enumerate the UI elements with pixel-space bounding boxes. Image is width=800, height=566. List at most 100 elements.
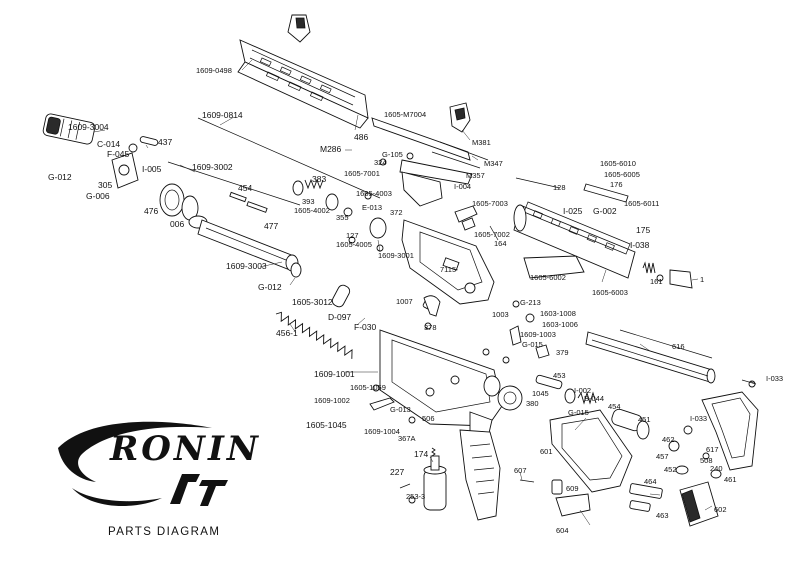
buffer-tube [585, 329, 716, 384]
small-screws [399, 479, 535, 504]
label-452: 452 [664, 465, 677, 474]
label-604: 604 [556, 526, 569, 535]
leader-lines [93, 59, 757, 526]
label-G-012-rear: G-012 [258, 282, 282, 292]
part-number-labels: 1609-0498 1609-3004 1609-0814 437 C-014 … [48, 66, 783, 535]
label-1605-1045: 1605-1045 [306, 420, 347, 430]
label-161: 161 [650, 277, 663, 286]
label-462: 462 [662, 435, 675, 444]
label-486: 486 [354, 132, 368, 142]
label-1605-4002: 1605-4002 [294, 206, 330, 215]
label-B-044: B-044 [584, 394, 604, 403]
battery-box [549, 409, 633, 493]
label-E-013: E-013 [362, 203, 382, 212]
label-355: 355 [336, 213, 349, 222]
label-454-bottom: 454 [608, 402, 621, 411]
label-461: 461 [724, 475, 737, 484]
label-1605-6003: 1605-6003 [592, 288, 628, 297]
label-1605-4005: 1605-4005 [336, 240, 372, 249]
label-C-014: C-014 [97, 139, 120, 149]
label-1605-7003: 1605-7003 [472, 199, 508, 208]
label-601: 601 [540, 447, 553, 456]
motor [423, 447, 447, 511]
label-1605-7002: 1605-7002 [474, 230, 510, 239]
label-1609-3004: 1609-3004 [68, 122, 109, 132]
label-437: 437 [158, 137, 172, 147]
label-305: 305 [98, 180, 112, 190]
label-1605-6010: 1605-6010 [600, 159, 636, 168]
label-M286: M286 [320, 144, 342, 154]
label-G-006: G-006 [86, 191, 110, 201]
label-1605-7001: 1605-7001 [344, 169, 380, 178]
label-G-002: G-002 [593, 206, 617, 216]
label-456-1: 456-1 [276, 328, 298, 338]
label-1605-4003: 1605-4003 [356, 189, 392, 198]
recoil-spring-tube [331, 284, 351, 308]
label-1605-1059: 1605-1059 [350, 383, 386, 392]
label-609: 609 [566, 484, 579, 493]
label-1605-3012: 1605-3012 [292, 297, 333, 307]
upper-tube-rail [513, 177, 693, 289]
label-506: 506 [422, 414, 435, 423]
label-I-004: I-004 [454, 182, 471, 191]
label-I-002: I-002 [574, 386, 591, 395]
label-I-025: I-025 [563, 206, 583, 216]
barrel-nut [159, 183, 208, 229]
label-476: 476 [144, 206, 158, 216]
label-372: 372 [390, 208, 403, 217]
label-I-033-a: I-033 [766, 374, 783, 383]
label-D-097: D-097 [328, 312, 351, 322]
label-453: 453 [553, 371, 566, 380]
logo-swoosh-icon [58, 421, 228, 507]
label-176: 176 [610, 180, 623, 189]
label-378: 378 [424, 323, 437, 332]
front-sight [287, 14, 311, 43]
label-1603-1006: 1603-1006 [542, 320, 578, 329]
label-240: 240 [710, 464, 723, 473]
label-1609-1003: 1609-1003 [520, 330, 556, 339]
label-617: 617 [706, 445, 719, 454]
label-M347: M347 [484, 159, 503, 168]
label-I-005: I-005 [142, 164, 162, 174]
label-1609-1002: 1609-1002 [314, 396, 350, 405]
label-393: 393 [302, 197, 315, 206]
page-title: PARTS DIAGRAM [108, 526, 221, 538]
label-383: 383 [312, 174, 326, 184]
label-G-013: G-013 [390, 405, 411, 414]
label-127: 127 [346, 231, 359, 240]
outer-barrel [197, 219, 302, 278]
charging-handle-parts [371, 117, 499, 241]
trigger-group [369, 295, 550, 424]
stock [701, 379, 759, 471]
label-1605-6011: 1605-6011 [624, 199, 659, 208]
label-367A: 367A [398, 434, 416, 443]
label-1605-M7004: 1605-M7004 [384, 110, 426, 119]
label-1605-6002: 1605-6002 [530, 273, 566, 282]
label-I-038: I-038 [630, 240, 650, 250]
label-379: 379 [556, 348, 569, 357]
label-454-top: 454 [238, 183, 252, 193]
label-1007: 1007 [396, 297, 413, 306]
label-F-030: F-030 [354, 322, 376, 332]
label-G-012-front: G-012 [48, 172, 72, 182]
label-1609-0814: 1609-0814 [202, 110, 243, 120]
label-607: 607 [514, 466, 527, 475]
label-451: 451 [638, 415, 651, 424]
label-1605-6005: 1605-6005 [604, 170, 640, 179]
label-1609-3001: 1609-3001 [378, 251, 414, 260]
label-1609-0498: 1609-0498 [196, 66, 232, 75]
hopup-chamber-group [292, 178, 387, 252]
label-1603-1008: 1603-1008 [540, 309, 576, 318]
label-463: 463 [656, 511, 669, 520]
label-7115: 7115 [440, 265, 456, 274]
label-464: 464 [644, 477, 657, 486]
label-616: 616 [672, 342, 685, 351]
label-G-015-a: G-015 [522, 340, 543, 349]
label-380: 380 [526, 399, 539, 408]
label-M357: M357 [466, 171, 485, 180]
label-1003: 1003 [492, 310, 509, 319]
gas-block [111, 136, 159, 189]
label-477: 477 [264, 221, 278, 231]
pistol-grip [459, 429, 501, 521]
label-602: 602 [714, 505, 727, 514]
